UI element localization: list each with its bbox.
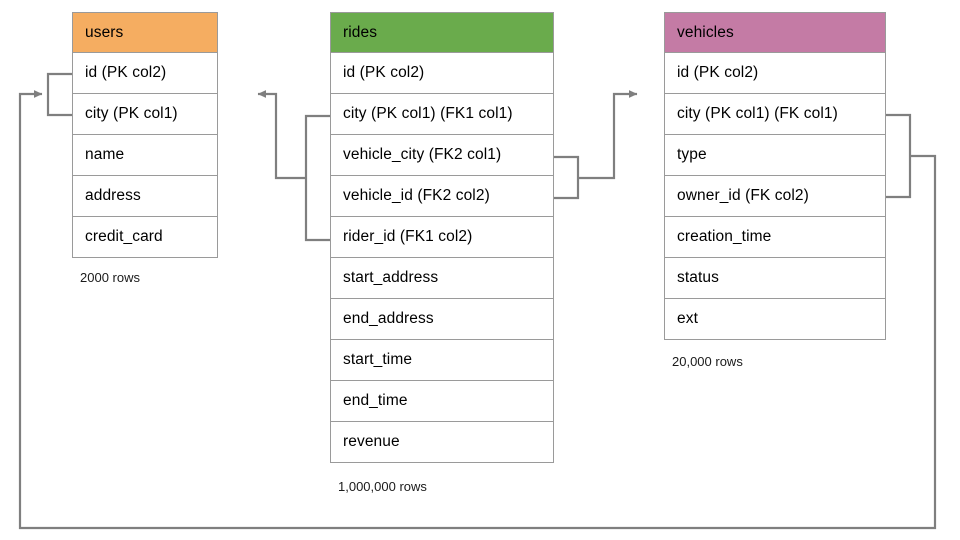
column-label: status [677, 269, 719, 286]
column-label: type [677, 146, 707, 163]
connector-rides-fk2-bracket [554, 155, 580, 200]
column-label: vehicle_id (FK2 col2) [343, 187, 490, 204]
entity-vehicles-column-status[interactable]: status [664, 258, 886, 299]
column-label: name [85, 146, 125, 163]
connector-rides-fk1-bracket [304, 114, 330, 242]
column-label: vehicle_city (FK2 col1) [343, 146, 502, 163]
column-label: rider_id (FK1 col2) [343, 228, 473, 245]
column-label: start_address [343, 269, 439, 286]
entity-vehicles[interactable]: vehicles id (PK col2) city (PK col1) (FK… [664, 12, 886, 340]
entity-rides-header: rides [330, 12, 554, 53]
column-label: id (PK col2) [85, 64, 167, 81]
column-label: id (PK col2) [343, 64, 425, 81]
entity-users-column-address[interactable]: address [72, 176, 218, 217]
column-label: ext [677, 310, 698, 327]
entity-vehicles-column-city[interactable]: city (PK col1) (FK col1) [664, 94, 886, 135]
entity-rides[interactable]: rides id (PK col2) city (PK col1) (FK1 c… [330, 12, 554, 463]
entity-rides-column-vehicle-city[interactable]: vehicle_city (FK2 col1) [330, 135, 554, 176]
entity-vehicles-column-ext[interactable]: ext [664, 299, 886, 340]
column-label: revenue [343, 433, 400, 450]
column-label: address [85, 187, 141, 204]
column-label: start_time [343, 351, 413, 368]
entity-users-column-id[interactable]: id (PK col2) [72, 53, 218, 94]
column-label: end_address [343, 310, 434, 327]
column-label: creation_time [677, 228, 772, 245]
entity-vehicles-title: vehicles [677, 23, 734, 41]
entity-rides-column-end-address[interactable]: end_address [330, 299, 554, 340]
column-label: credit_card [85, 228, 163, 245]
entity-rides-column-vehicle-id[interactable]: vehicle_id (FK2 col2) [330, 176, 554, 217]
entity-rides-column-city[interactable]: city (PK col1) (FK1 col1) [330, 94, 554, 135]
entity-rides-column-start-time[interactable]: start_time [330, 340, 554, 381]
entity-vehicles-column-creation-time[interactable]: creation_time [664, 217, 886, 258]
entity-vehicles-column-id[interactable]: id (PK col2) [664, 53, 886, 94]
connector-rides-fk2-to-vehicles [578, 90, 638, 180]
column-label: end_time [343, 392, 408, 409]
entity-rides-column-revenue[interactable]: revenue [330, 422, 554, 463]
entity-rides-row-count: 1,000,000 rows [338, 479, 427, 494]
column-label: city (PK col1) (FK col1) [677, 105, 838, 122]
entity-users-title: users [85, 23, 124, 41]
entity-users-column-name[interactable]: name [72, 135, 218, 176]
entity-vehicles-column-owner-id[interactable]: owner_id (FK col2) [664, 176, 886, 217]
entity-users-column-credit-card[interactable]: credit_card [72, 217, 218, 258]
connector-rides-fk1-to-users [257, 90, 306, 180]
entity-rides-column-rider-id[interactable]: rider_id (FK1 col2) [330, 217, 554, 258]
column-label: city (PK col1) [85, 105, 178, 122]
entity-vehicles-header: vehicles [664, 12, 886, 53]
entity-users-row-count: 2000 rows [80, 270, 140, 285]
entity-rides-title: rides [343, 23, 378, 41]
entity-rides-column-id[interactable]: id (PK col2) [330, 53, 554, 94]
entity-rides-column-start-address[interactable]: start_address [330, 258, 554, 299]
column-label: id (PK col2) [677, 64, 759, 81]
entity-users-column-city[interactable]: city (PK col1) [72, 94, 218, 135]
connector-vehicles-bracket [886, 113, 912, 199]
entity-vehicles-column-type[interactable]: type [664, 135, 886, 176]
entity-users-header: users [72, 12, 218, 53]
entity-users[interactable]: users id (PK col2) city (PK col1) name a… [72, 12, 218, 258]
entity-rides-column-end-time[interactable]: end_time [330, 381, 554, 422]
column-label: city (PK col1) (FK1 col1) [343, 105, 513, 122]
connector-users-bracket [46, 72, 72, 117]
column-label: owner_id (FK col2) [677, 187, 809, 204]
entity-vehicles-row-count: 20,000 rows [672, 354, 743, 369]
